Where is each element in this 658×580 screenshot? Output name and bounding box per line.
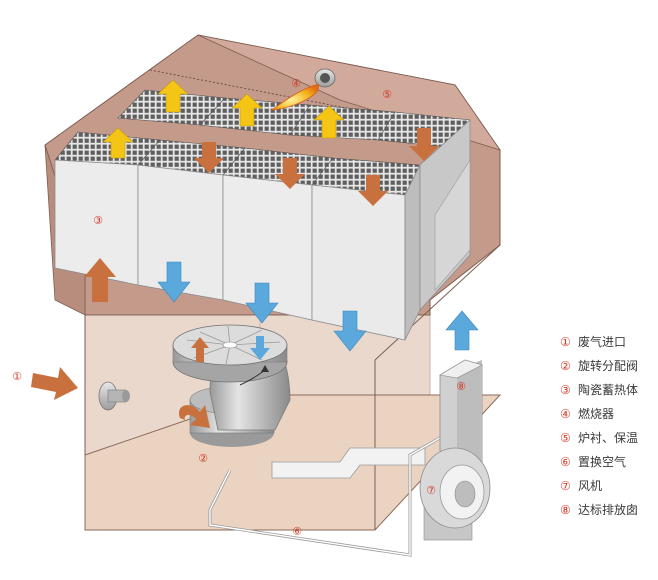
arrow-down-icon [358,175,388,206]
flow-arrows [31,79,479,400]
callout-2: ② [198,452,208,465]
callouts: ① ② ③ ④ ⑤ ⑥ ⑦ ⑧ [12,77,466,538]
block-face-4 [311,184,406,341]
arrow-down-icon [333,310,367,352]
exhaust-arrow-icon [445,310,479,351]
arrow-down-icon [157,261,191,303]
burner [270,68,336,111]
purge-air-piping [208,433,446,557]
callout-4: ④ [291,77,301,90]
callout-5: ⑤ [382,88,392,101]
arrow-down-icon [245,282,279,324]
rotary-valve [172,324,291,447]
inlet-nozzle [98,381,130,411]
arrow-up-icon [231,93,263,127]
fan-and-stack [419,359,491,541]
callout-1: ① [12,370,22,383]
arrow-down-icon [275,158,305,189]
rotation-arrow [179,405,210,428]
arrow-down-icon [250,336,270,360]
flame-icon [270,83,319,111]
callout-7: ⑦ [426,484,436,497]
arrow-up-icon [102,127,134,159]
arrow-up-icon [313,105,345,139]
arrow-up-icon [191,337,209,362]
arrow-up-icon [157,79,189,113]
callout-8: ⑧ [456,380,466,393]
callout-3: ③ [93,214,103,227]
arrow-up-icon [84,258,116,302]
arrow-down-icon [194,142,224,173]
ceramic-regenerator-blocks [54,89,471,341]
callout-6: ⑥ [292,525,302,538]
inlet-arrow-icon [31,367,78,400]
arrow-down-icon [409,128,439,161]
